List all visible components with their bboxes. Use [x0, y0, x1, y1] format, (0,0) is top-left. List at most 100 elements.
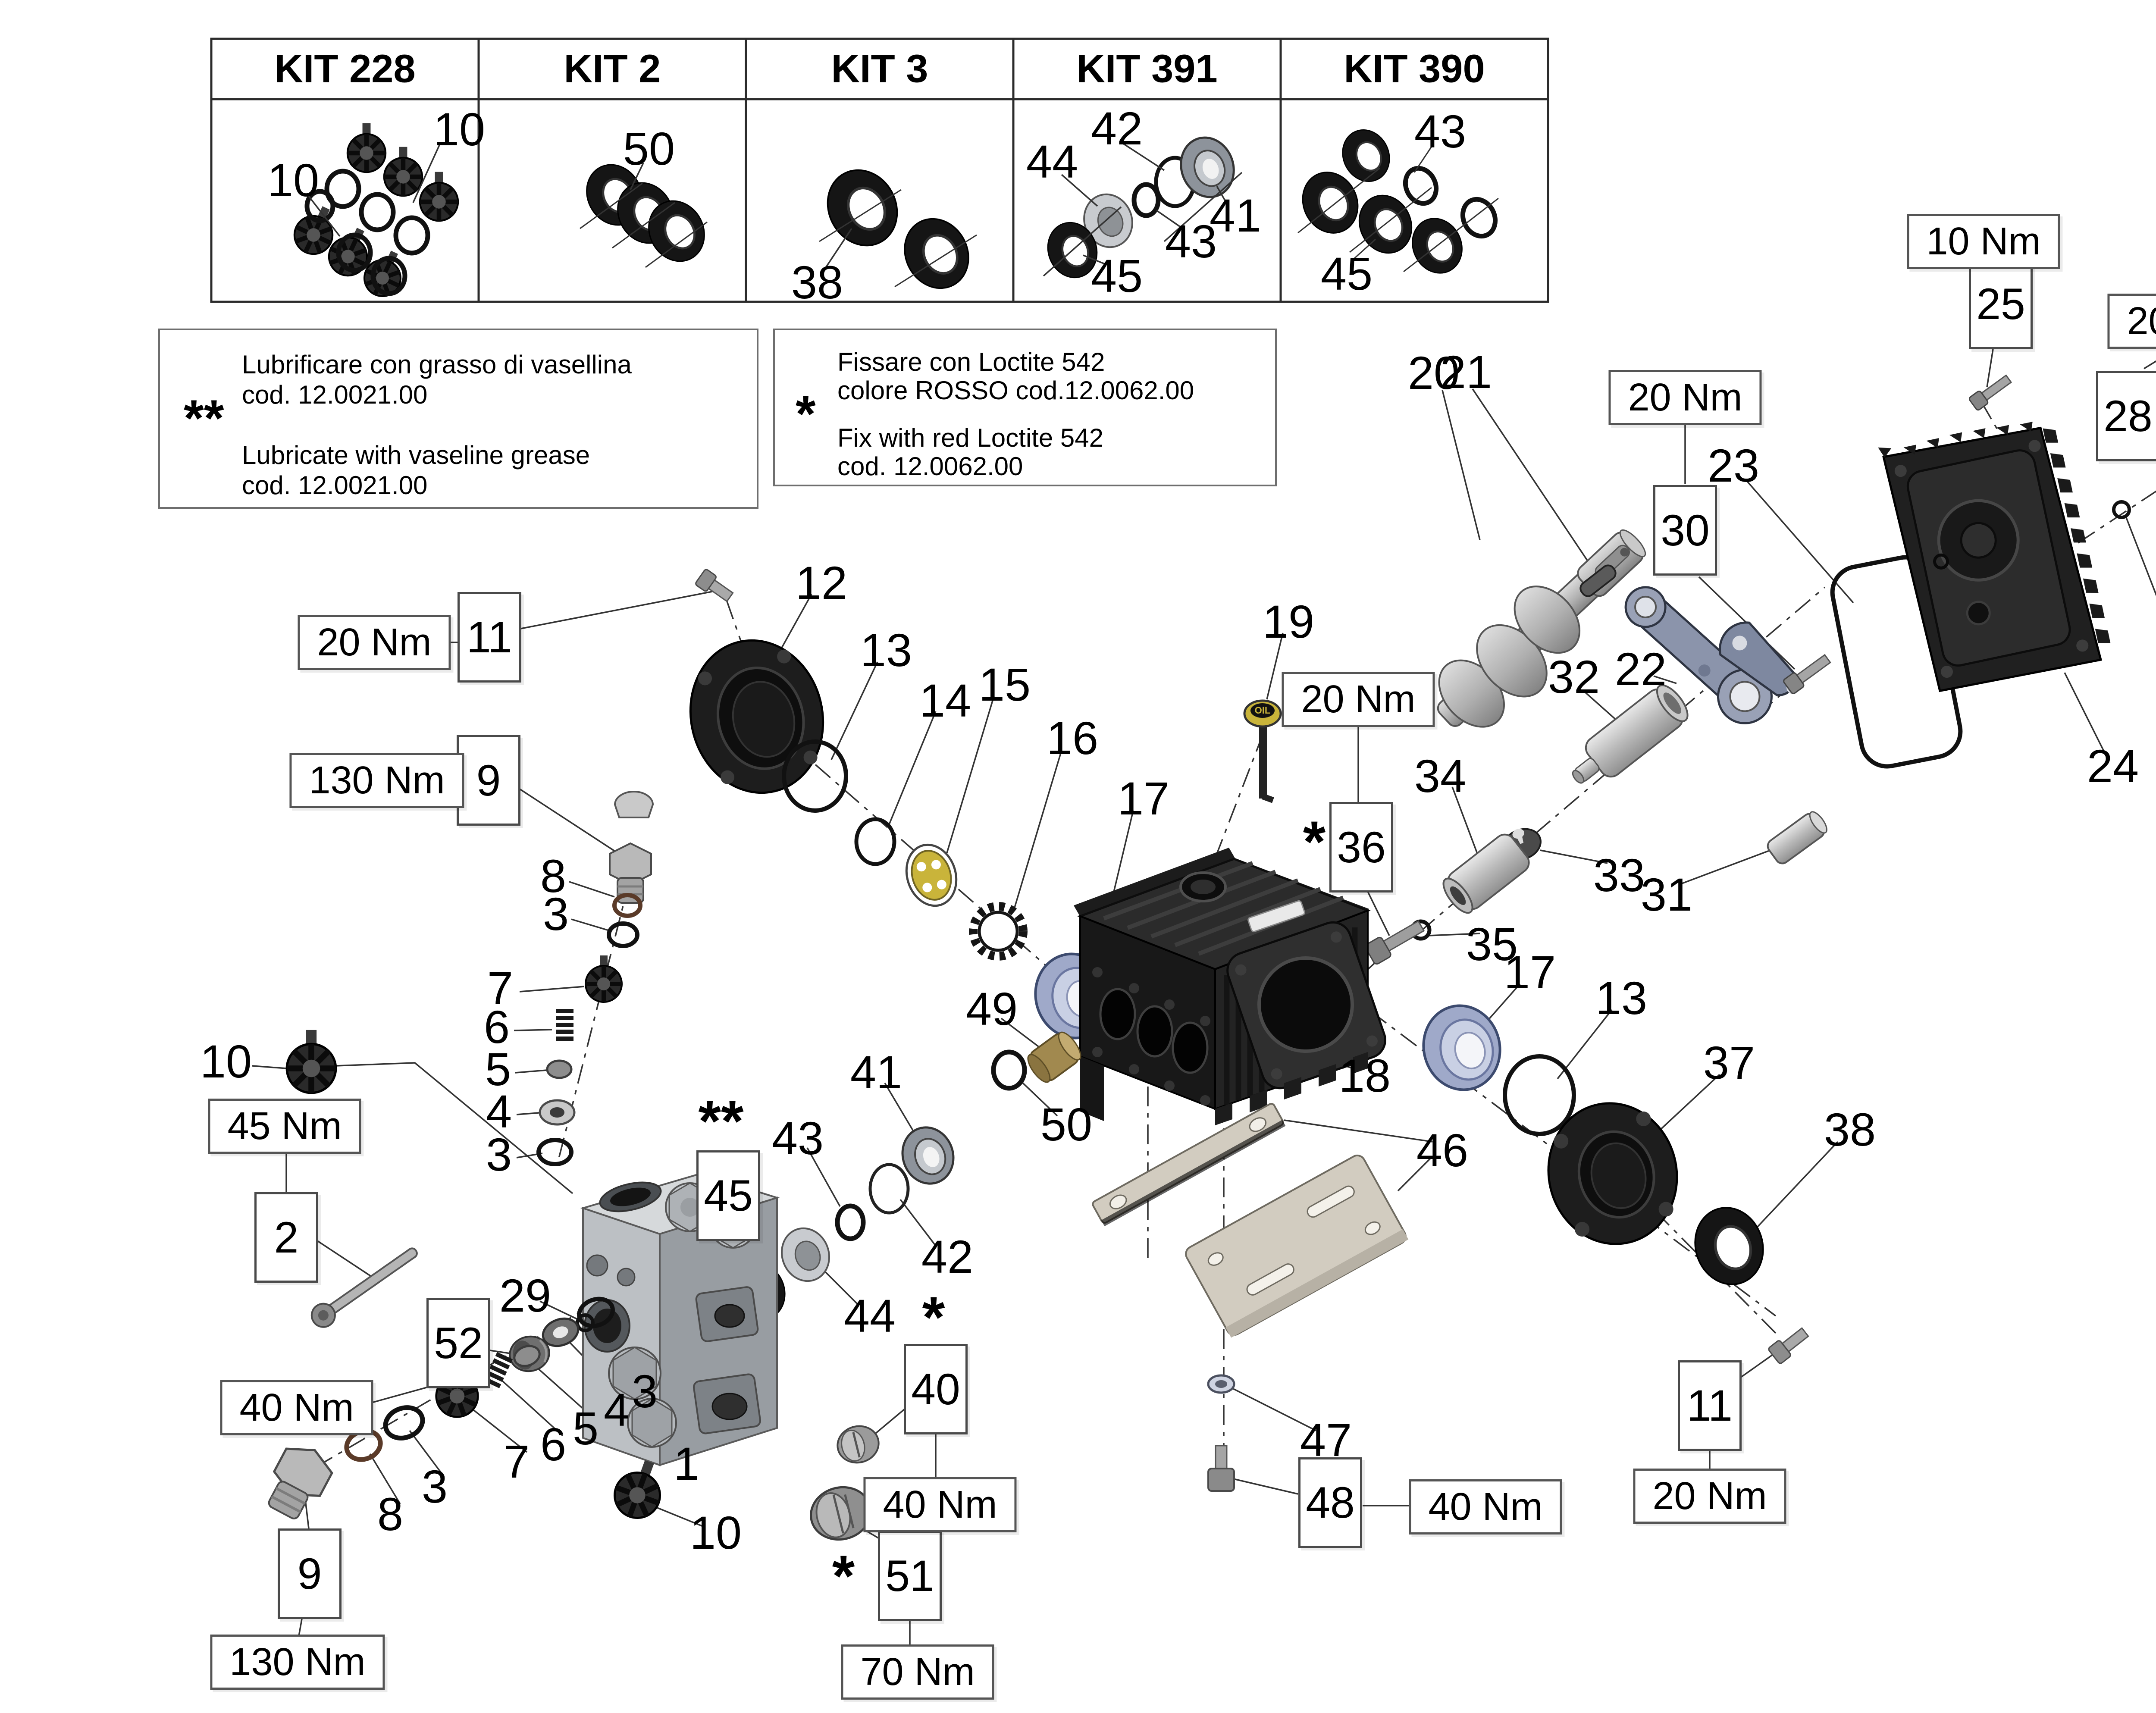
kit-2-parts: [576, 155, 714, 271]
part-callout-45: 45: [1091, 250, 1143, 302]
part-callout-19: 19: [1262, 595, 1315, 648]
o-ring-3b: [536, 1138, 573, 1166]
part-callout-4: 4: [486, 1085, 512, 1137]
part-callout-37: 37: [1703, 1037, 1755, 1089]
valve-plate-15: [905, 843, 958, 907]
part-callout-28: 28: [2096, 371, 2156, 461]
o-ring-29a: [2112, 500, 2131, 519]
note-marker-star: *: [832, 1543, 855, 1609]
vaseline-note-it-line1: Lubrificare con grasso di vasellina: [242, 350, 632, 379]
bushing-34: [1442, 833, 1530, 914]
part-callout-15: 15: [978, 658, 1031, 711]
kit-391-header: KIT 391: [1076, 47, 1218, 91]
part-callout-12: 12: [795, 557, 848, 609]
mounting-rail-46a: [1092, 1103, 1286, 1227]
name-plate: [1247, 900, 1305, 933]
mounting-bracket-46b: [1185, 1154, 1409, 1338]
loctite-note-en-line1: Fix with red Loctite 542: [837, 423, 1103, 452]
part-callout-20: 20: [1407, 347, 1460, 399]
support-ring-44: [781, 1227, 830, 1282]
torque-label-20-nm: 20 Nm: [298, 615, 451, 670]
torque-label-20-nm: 20 Nm: [1608, 370, 1762, 425]
loctite-note-box: * Fissare con Loctite 542 colore ROSSO c…: [773, 329, 1277, 486]
note-marker-starstar: **: [698, 1088, 744, 1154]
vaseline-note-box: ** Lubrificare con grasso di vasellina c…: [158, 329, 758, 509]
o-ring-13b: [1503, 1054, 1576, 1136]
torque-label-20-nm: 20 Nm: [1282, 672, 1435, 727]
part-callout-30: 30: [1653, 485, 1717, 576]
part-callout-16: 16: [1046, 712, 1099, 764]
torque-label-45-nm: 45 Nm: [208, 1099, 361, 1154]
part-callout-21: 21: [1440, 346, 1492, 398]
washer-4b: [542, 1317, 580, 1347]
part-callout-4: 4: [603, 1384, 630, 1436]
o-ring-29b: [576, 1313, 595, 1332]
bolt-25: [1968, 374, 2012, 411]
bolt-30: [1783, 654, 1831, 694]
part-callout-31: 31: [1640, 868, 1693, 921]
part-callout-38: 38: [1824, 1103, 1876, 1156]
loctite-note-it-line2: colore ROSSO cod.12.0062.00: [837, 376, 1194, 405]
kit-table: [210, 38, 1549, 303]
part-callout-50: 50: [1040, 1098, 1093, 1150]
plug-9b: [268, 1447, 333, 1519]
part-callout-44: 44: [1026, 135, 1078, 188]
part-callout-48: 48: [1298, 1457, 1362, 1548]
torque-label-130-nm: 130 Nm: [210, 1635, 385, 1690]
part-callout-43: 43: [1165, 215, 1217, 267]
part-callout-9: 9: [278, 1528, 342, 1619]
o-ring-43: [835, 1203, 866, 1241]
part-callout-2: 2: [254, 1192, 318, 1283]
dipstick-oil-text: OIL: [1255, 705, 1271, 716]
part-callout-47: 47: [1300, 1414, 1352, 1466]
torque-label-40-nm: 40 Nm: [863, 1477, 1017, 1532]
part-callout-6: 6: [483, 1001, 510, 1053]
washer-47: [1207, 1374, 1235, 1394]
part-callout-10: 10: [200, 1035, 252, 1087]
part-callout-3: 3: [486, 1128, 512, 1181]
torque-label-20-nm: 20 Nm: [1633, 1469, 1786, 1524]
connecting-rod-22: [1624, 586, 1800, 724]
part-callout-22: 22: [1614, 643, 1667, 695]
o-ring-13a: [782, 739, 848, 813]
part-callout-35: 35: [1466, 918, 1518, 970]
o-ring-3d: [577, 1296, 615, 1328]
part-callout-1: 1: [673, 1437, 700, 1490]
vaseline-note-en-line1: Lubricate with vaseline grease: [242, 441, 590, 470]
part-callout-50: 50: [623, 122, 675, 175]
part-callout-10: 10: [689, 1506, 742, 1559]
kit-2-header: KIT 2: [564, 47, 661, 91]
part-callout-11: 11: [1678, 1360, 1742, 1451]
kit-390-header: KIT 390: [1344, 47, 1485, 91]
part-callout-29: 29: [499, 1269, 552, 1322]
part-callout-25: 25: [1969, 259, 2033, 349]
seal-41: [901, 1126, 955, 1185]
part-callout-24: 24: [2087, 740, 2139, 792]
part-callout-3: 3: [421, 1460, 448, 1513]
stud-2: [310, 1247, 418, 1328]
kit-228-header: KIT 228: [274, 47, 416, 91]
part-callout-40: 40: [904, 1344, 968, 1434]
part-callout-11: 11: [458, 592, 521, 683]
kit-228-parts: [288, 123, 458, 302]
o-ring-14: [854, 817, 896, 866]
kit-391-parts: [1040, 136, 1243, 285]
part-callout-5: 5: [572, 1402, 599, 1454]
part-callout-42: 42: [1091, 102, 1143, 154]
part-callout-17: 17: [1117, 772, 1170, 824]
part-callout-44: 44: [843, 1290, 896, 1342]
part-callout-10: 10: [267, 154, 320, 206]
part-callout-17: 17: [1504, 946, 1556, 998]
part-callout-33: 33: [1593, 849, 1645, 901]
part-callout-34: 34: [1414, 750, 1467, 802]
o-ring-50: [991, 1049, 1027, 1091]
part-callout-3: 3: [542, 888, 569, 940]
torque-label-10-nm: 10 Nm: [1907, 214, 2060, 269]
vaseline-note-en-line2: cod. 12.0021.00: [242, 471, 428, 500]
o-ring-42: [868, 1163, 910, 1215]
part-callout-45: 45: [696, 1150, 760, 1241]
washer-4a: [539, 1099, 576, 1126]
part-callout-7: 7: [487, 962, 514, 1014]
part-callout-49: 49: [965, 983, 1018, 1035]
